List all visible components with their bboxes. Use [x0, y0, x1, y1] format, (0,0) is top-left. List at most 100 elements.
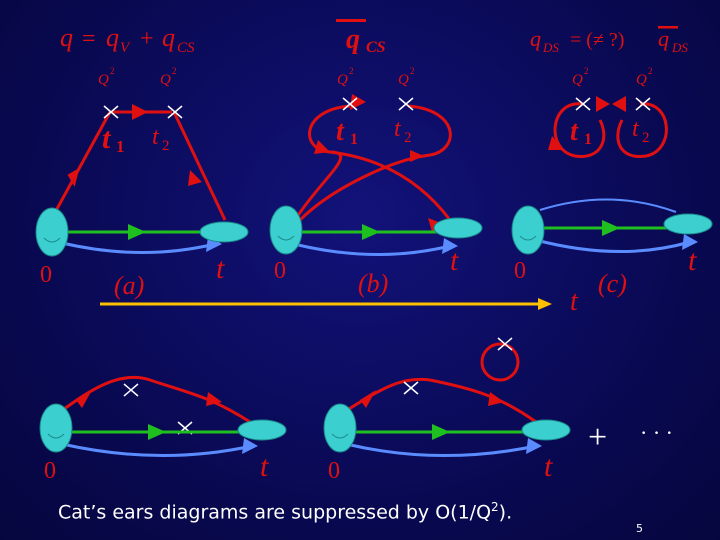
red-arrow-a2	[132, 104, 148, 120]
svg-text:1: 1	[116, 137, 125, 156]
label-b: (b)	[358, 269, 388, 298]
cross-b2	[398, 97, 414, 111]
red-cross-b	[329, 150, 452, 221]
blue-arrow-b	[442, 238, 458, 254]
caption-prefix: Cat’s ears diagrams are suppressed by O(…	[58, 501, 492, 524]
svg-text:2: 2	[648, 66, 653, 76]
q-squared-labels: Q2 Q2 Q2 Q2 Q2 Q2	[98, 66, 653, 88]
caption: Cat’s ears diagrams are suppressed by O(…	[58, 500, 512, 523]
red-arrow-b3	[350, 94, 366, 110]
diagram-e	[323, 337, 571, 457]
svg-text:q: q	[60, 23, 73, 52]
zero-d: 0	[44, 458, 56, 484]
green-arrow-b	[362, 224, 380, 240]
face-c-left	[511, 205, 545, 255]
label-c: (c)	[598, 269, 627, 298]
red-arrow-a1	[67, 167, 80, 187]
t-time-arrow: t	[570, 286, 579, 317]
svg-text:1: 1	[350, 131, 358, 148]
blue-top-c	[539, 198, 677, 213]
svg-text:q: q	[530, 26, 541, 51]
green-arrow-d	[148, 424, 166, 440]
red-line-a-right	[172, 111, 227, 221]
zero-a: 0	[40, 262, 52, 288]
zero-c: 0	[514, 258, 526, 284]
formula-left: q = q V + q CS	[60, 23, 195, 56]
cross-c2	[635, 97, 651, 111]
face-d-left-smile	[47, 433, 65, 439]
svg-text:t: t	[394, 116, 402, 142]
svg-text:Q: Q	[636, 72, 647, 88]
svg-text:2: 2	[584, 66, 589, 76]
blue-arrow-e	[526, 438, 542, 454]
face-a-left-smile	[43, 237, 61, 243]
face-b-left	[269, 205, 303, 255]
svg-text:2: 2	[110, 66, 115, 76]
svg-text:q: q	[658, 26, 669, 51]
svg-text:Q: Q	[337, 72, 348, 88]
face-c-right	[663, 213, 713, 235]
cross-a1	[103, 105, 119, 119]
svg-text:t: t	[152, 124, 160, 150]
svg-text:CS: CS	[366, 39, 386, 56]
page-number: 5	[636, 522, 643, 535]
red-arrow-b1	[314, 140, 330, 154]
diagram-a	[35, 104, 249, 257]
face-a-left	[35, 207, 69, 257]
svg-text:Q: Q	[160, 72, 171, 88]
face-e-right	[521, 419, 571, 441]
svg-text:V: V	[120, 40, 131, 56]
svg-text:2: 2	[349, 66, 354, 76]
svg-text:Q: Q	[572, 72, 583, 88]
cross-d1	[123, 383, 139, 397]
red-arrow-c1	[548, 136, 564, 150]
formula-right: q DS = (≠ ?) q DS	[530, 26, 688, 55]
label-a: (a)	[114, 271, 144, 300]
face-b-right	[433, 217, 483, 239]
cross-a2	[167, 105, 183, 119]
svg-text:q: q	[162, 23, 175, 52]
face-e-left-smile	[331, 433, 349, 439]
red-arc-e	[343, 377, 537, 424]
red-arrow-a3	[188, 170, 202, 186]
face-d-right	[237, 419, 287, 441]
green-arrow-e	[432, 424, 450, 440]
diagram-b	[269, 94, 483, 257]
blue-line-b	[293, 242, 451, 257]
svg-text:Q: Q	[398, 72, 409, 88]
svg-text:DS: DS	[671, 40, 688, 55]
t-b: t	[450, 244, 459, 277]
cross-e1	[403, 381, 419, 395]
t-d: t	[260, 450, 269, 483]
face-d-left	[39, 403, 73, 453]
svg-text:t: t	[102, 122, 112, 155]
t-c: t	[688, 244, 697, 277]
red-line-a-left	[50, 111, 112, 219]
zero-e: 0	[328, 458, 340, 484]
svg-text:2: 2	[162, 138, 170, 154]
svg-text:=: =	[82, 26, 96, 52]
diagram-c	[511, 96, 713, 255]
red-arrow-e2	[488, 392, 504, 406]
green-arrow-a	[128, 224, 146, 240]
blue-line-c	[535, 238, 691, 254]
ellipsis-dots: · · ·	[640, 420, 673, 445]
diagram-d	[39, 375, 287, 457]
red-loop-c-right	[616, 102, 668, 158]
time-arrow	[100, 298, 552, 310]
red-arrow-c2	[596, 96, 610, 112]
red-arrow-e1	[360, 390, 376, 408]
face-c-left-smile	[519, 235, 537, 241]
blue-arrow-c	[682, 234, 698, 250]
zero-b: 0	[274, 258, 286, 284]
red-loop-b-right	[298, 104, 452, 222]
svg-text:2: 2	[410, 66, 415, 76]
green-arrow-c	[602, 220, 620, 236]
blue-arrow-d	[242, 438, 258, 454]
blue-line-e	[345, 442, 537, 457]
formula-middle: q CS	[336, 19, 386, 56]
cross-e2	[497, 337, 513, 351]
svg-text:q: q	[106, 23, 119, 52]
caption-suffix: ).	[498, 501, 513, 524]
